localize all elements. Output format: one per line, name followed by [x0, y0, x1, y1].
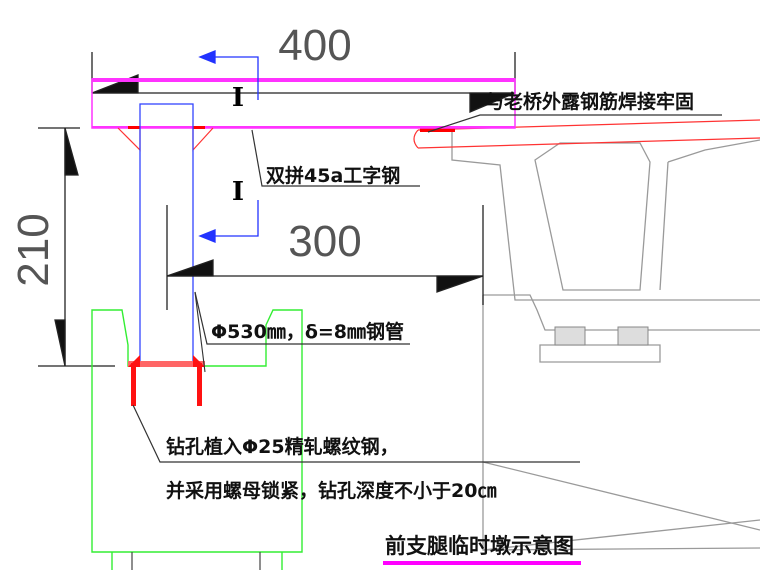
weld-note-leader	[427, 114, 722, 133]
weld-note-label: 与老桥外露钢筋焊接牢固	[485, 90, 694, 113]
dimension-210	[38, 127, 115, 367]
existing-box-girder	[451, 132, 760, 551]
anchor-label-line2: 并采用螺母锁紧，钻孔深度不小于20㎝	[166, 479, 496, 502]
pier-foundation	[111, 552, 283, 570]
section-mark-bottom: I	[232, 177, 244, 207]
weld-point	[420, 128, 455, 132]
anchor-rods	[128, 355, 205, 406]
anchor-leader	[132, 404, 580, 463]
weld-mark	[193, 126, 205, 129]
double-i-beam	[91, 78, 516, 129]
section-cut-marks	[198, 50, 259, 243]
pile-lines	[131, 552, 261, 570]
pipe-label: Φ530㎜，δ=8㎜钢管	[211, 320, 404, 343]
section-mark-top: I	[232, 83, 244, 113]
pipe-leader	[194, 291, 410, 345]
beam-label: 双拼45a工字钢	[266, 164, 400, 187]
bearing-pads	[554, 326, 649, 346]
beam-leader	[251, 129, 420, 187]
pipe-leader-tick	[194, 291, 206, 373]
diagram-title: 前支腿临时墩示意图	[385, 534, 574, 558]
anchor-label-line1: 钻孔植入Φ25精轧螺纹钢，	[166, 435, 399, 458]
dimension-300-label: 300	[288, 217, 361, 266]
weld-mark	[128, 126, 140, 129]
bridge-deck-edge	[413, 119, 760, 149]
dimension-400-label: 400	[278, 21, 351, 70]
title-underline	[383, 561, 581, 565]
dimension-300	[166, 205, 484, 310]
dimension-210-label: 210	[9, 213, 58, 286]
weld-brackets	[117, 127, 214, 152]
concrete-pier	[91, 309, 303, 553]
